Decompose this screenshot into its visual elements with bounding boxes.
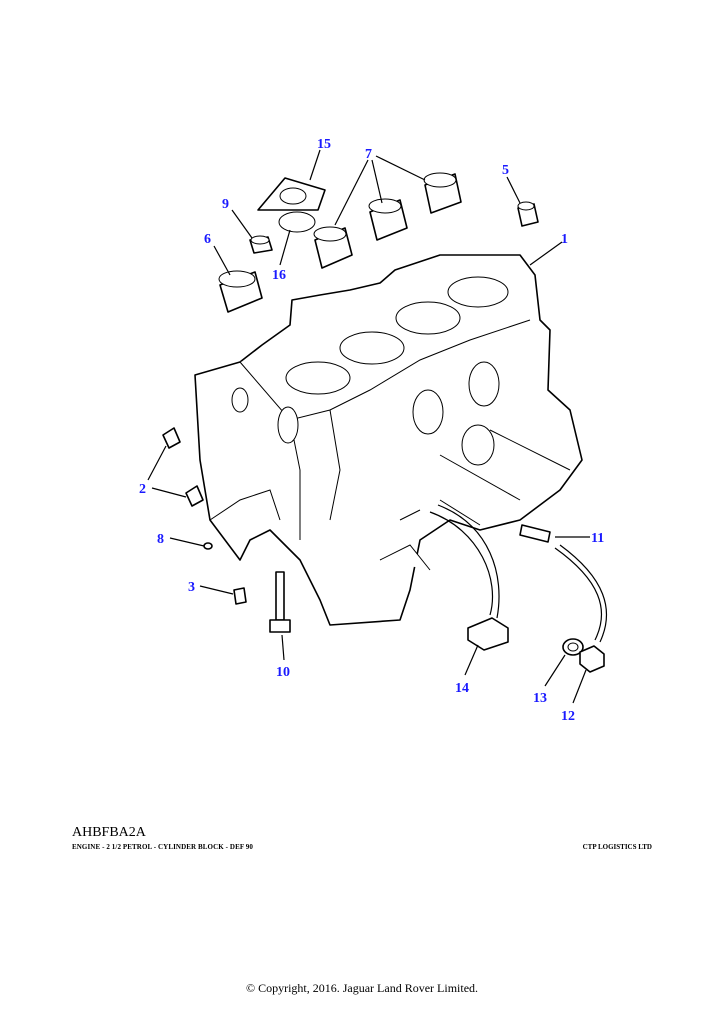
part-10-bolt bbox=[275, 571, 285, 621]
part-12-plug bbox=[579, 645, 605, 673]
part-11-stud bbox=[519, 524, 551, 543]
callout-12: 12 bbox=[561, 709, 575, 724]
callout-3: 3 bbox=[188, 580, 195, 595]
part-3-dowel bbox=[233, 587, 247, 605]
callout-6: 6 bbox=[204, 232, 211, 247]
diagram-code: AHBFBA2A bbox=[72, 825, 146, 840]
part-16-gasket bbox=[278, 211, 316, 233]
callout-1: 1 bbox=[561, 232, 568, 247]
part-2-plug-a bbox=[162, 427, 181, 449]
callout-10: 10 bbox=[276, 665, 290, 680]
callout-7: 7 bbox=[365, 147, 372, 162]
callout-5: 5 bbox=[502, 163, 509, 178]
parts bbox=[162, 172, 608, 673]
callout-13: 13 bbox=[533, 691, 547, 706]
copyright-notice: © Copyright, 2016. Jaguar Land Rover Lim… bbox=[245, 981, 479, 995]
part-14-drain-plug bbox=[467, 617, 509, 651]
callout-8: 8 bbox=[157, 532, 164, 547]
callout-14: 14 bbox=[455, 681, 469, 696]
diagram-description: ENGINE - 2 1/2 PETROL - CYLINDER BLOCK -… bbox=[72, 843, 254, 851]
callout-15: 15 bbox=[317, 137, 331, 152]
callout-2a: 2 bbox=[139, 482, 146, 497]
callout-16: 16 bbox=[272, 268, 286, 283]
cylinder-block bbox=[194, 254, 583, 626]
callout-labels: 1 2 3 5 6 7 8 9 10 11 12 13 14 15 16 bbox=[139, 137, 604, 724]
leader-lines bbox=[147, 149, 590, 704]
part-2-plug-b bbox=[185, 485, 204, 507]
vendor-name: CTP LOGISTICS LTD bbox=[582, 843, 652, 851]
callout-9: 9 bbox=[222, 197, 229, 212]
part-8-dowel bbox=[203, 542, 213, 550]
callout-11: 11 bbox=[591, 531, 604, 546]
